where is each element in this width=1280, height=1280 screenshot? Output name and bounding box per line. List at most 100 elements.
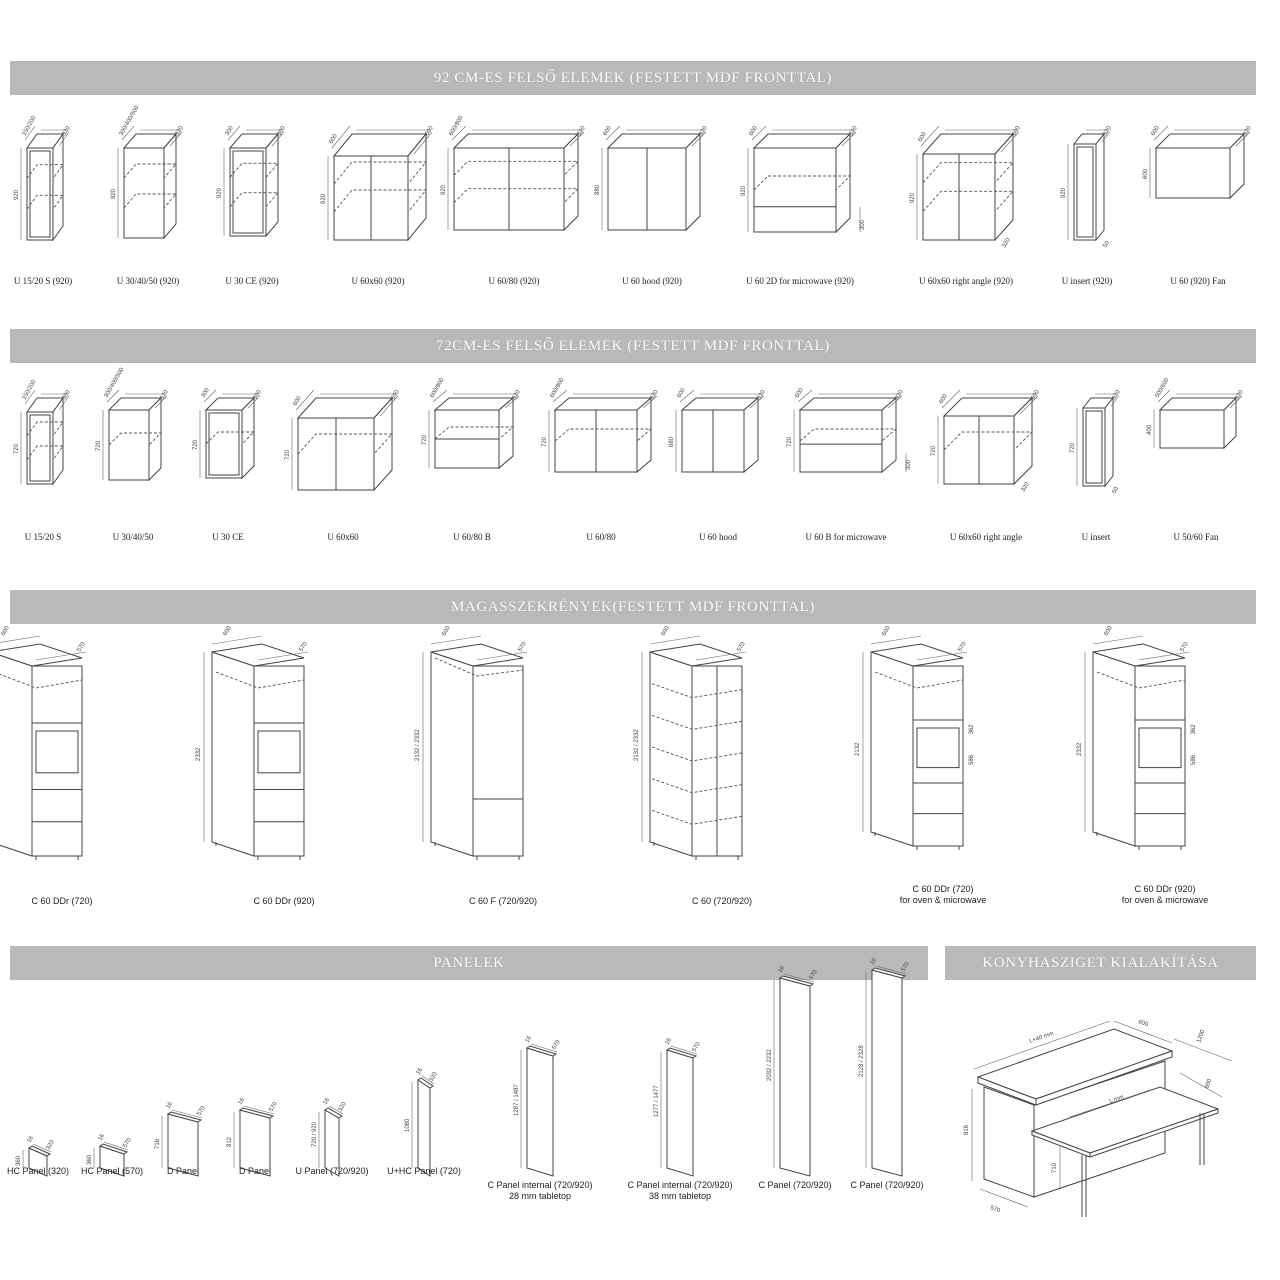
caption-line: C 60 DDr (920) (253, 896, 315, 906)
cabinet-front (31, 665, 83, 857)
height-dimension-label: 400 (1147, 424, 1153, 435)
depth-dimension-label: 300 (253, 389, 264, 401)
width-dimension-label: 300/400/500 (119, 105, 141, 137)
depth-dimension-label: 320 (512, 389, 523, 401)
cabinet-caption: U 60x60 (920) (351, 276, 405, 286)
cabinet-front (253, 665, 305, 857)
depth-dimension-label: 600 (391, 389, 402, 401)
thickness-dimension-label: 16 (416, 1067, 425, 1076)
height-dimension-label: 2332 (196, 747, 202, 761)
width-dimension-label: 500/600 (1155, 377, 1171, 399)
depth-dimension-label: 320 (1112, 389, 1123, 401)
depth-dimension-label: 600 (425, 125, 436, 137)
height-dimension-label: 720 / 920 (312, 1121, 318, 1147)
section-banner-upper92: 92 CM-ES FELSŐ ELEMEK (FESTETT MDF FRONT… (10, 61, 1256, 95)
depth-dimension-label: 320 (650, 389, 661, 401)
height-dimension-label: 720 (422, 434, 428, 445)
height-dimension-label: 920 (741, 185, 747, 196)
island-height-base-label: 816 (964, 1124, 970, 1135)
cabinet-caption: U 50/60 Fan (1173, 532, 1219, 542)
width-dimension-label: 600 (918, 131, 929, 143)
secondary-depth-label: 320 (1002, 237, 1013, 249)
panel-caption: HC Panel (570) (12, 1166, 212, 1177)
cabinet-caption: U 60 2D for microwave (920) (746, 276, 854, 286)
depth-dimension-label: 570 (269, 1101, 280, 1113)
cabinet-front (1073, 143, 1097, 241)
cabinet-caption: U 60x60 (327, 532, 359, 542)
cabinet-front (229, 147, 267, 237)
depth-dimension-label: 320 (1103, 125, 1114, 137)
height-dimension-label: 680 (669, 436, 675, 447)
panel-caption: C Panel internal (720/920)38 mm tabletop (580, 1180, 780, 1202)
depth-dimension-label: 320 (338, 1101, 349, 1113)
island-depth-side-label: 1200 (1196, 1028, 1206, 1043)
secondary-height-label: 362 (969, 724, 975, 735)
section-banner-panels: PANELEK (10, 946, 928, 980)
depth-dimension-label: 570 (901, 961, 912, 973)
thickness-dimension-label: 16 (98, 1133, 107, 1142)
depth-dimension-label: 570 (958, 641, 969, 653)
depth-dimension-label: 570 (1180, 641, 1191, 653)
thickness-dimension-label: 16 (525, 1035, 534, 1044)
cabinet-caption: U 30 CE (920) (225, 276, 279, 286)
height-dimension-label: 920 (111, 188, 117, 199)
height-dimension-label: 2332 (1077, 742, 1083, 756)
cabinet-caption: U 30/40/50 (112, 532, 154, 542)
depth-dimension-label: 570 (518, 641, 529, 653)
cabinet-front (108, 409, 150, 481)
cabinet-caption: U 30/40/50 (920) (116, 276, 180, 286)
secondary-height-label: 300 (860, 219, 866, 230)
tall-cabinet-caption: C 60 (720/920) (622, 896, 822, 907)
height-dimension-label: 720 (1070, 442, 1076, 453)
height-dimension-label: 720 (285, 449, 291, 460)
section-banner-island: KONYHASZIGET KIALAKÍTÁSA (945, 946, 1256, 980)
width-dimension-label: 600 (223, 625, 234, 637)
depth-dimension-label: 570 (737, 641, 748, 653)
island-height-table-label: 710 (1052, 1162, 1058, 1173)
caption-line: C Panel (720/920) (758, 1180, 832, 1190)
panel-caption: U+HC Panel (720) (324, 1166, 524, 1177)
cabinet-caption: U 60/80 (920) (488, 276, 540, 286)
width-dimension-label: 600 (661, 625, 672, 637)
cabinet-front (205, 409, 243, 479)
kitchen-island-drawing: L+40 mm 600 1200 600 L mm 816 710 570 (950, 985, 1260, 1225)
tall-cabinet-caption: C 60 DDr (920)for oven & microwave (1065, 884, 1265, 906)
height-dimension-label: 920 (910, 192, 916, 203)
height-dimension-label: 920 (14, 189, 20, 200)
caption-line: for oven & microwave (1121, 895, 1209, 905)
caption-line: C 60 DDr (720) (912, 884, 974, 894)
panel-face (779, 977, 811, 1177)
thickness-dimension-label: 16 (27, 1135, 36, 1144)
height-dimension-label: 720 (96, 440, 102, 451)
caption-line: HC Panel (320) (6, 1166, 70, 1176)
height-dimension-label: 920 (441, 184, 447, 195)
depth-dimension-label: 300 (277, 125, 288, 137)
caption-line: C 60 (720/920) (691, 896, 753, 906)
caption-line: HC Panel (570) (80, 1166, 144, 1176)
cabinet-caption: U 60 hood (920) (622, 276, 682, 286)
thickness-dimension-label: 16 (238, 1097, 247, 1106)
depth-dimension-label: 320 (160, 389, 171, 401)
thickness-dimension-label: 16 (778, 965, 787, 974)
